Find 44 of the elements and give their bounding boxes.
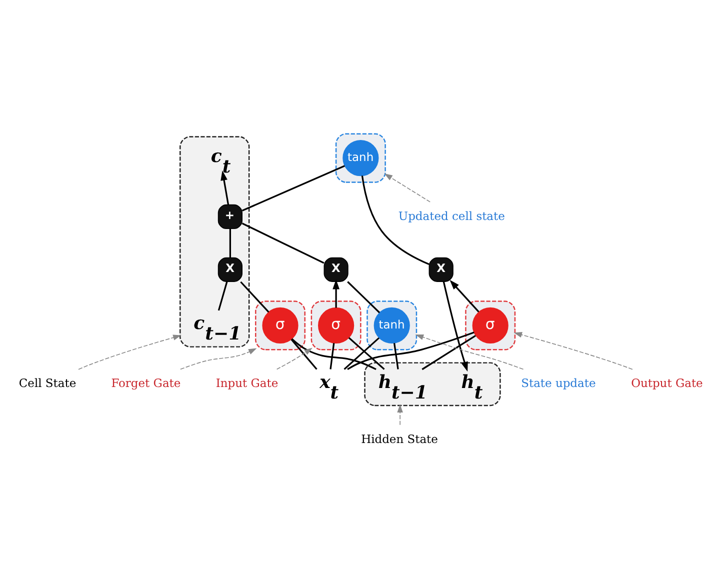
node-circle: σ <box>472 306 508 344</box>
node-text: Updated cell state <box>398 208 505 222</box>
cluster <box>366 300 418 350</box>
node-text: Hidden State <box>361 431 438 446</box>
arrow <box>397 404 403 425</box>
connector <box>229 228 232 258</box>
node-circle: tanh <box>374 306 410 344</box>
cluster <box>180 136 250 347</box>
connector <box>347 331 474 370</box>
connector <box>330 342 335 369</box>
connector <box>393 342 399 369</box>
connector <box>218 281 228 310</box>
connector <box>242 164 345 211</box>
node-text: State update <box>521 376 596 390</box>
cluster <box>465 300 516 350</box>
connector <box>344 336 380 370</box>
connector <box>347 280 380 313</box>
connector <box>240 280 270 312</box>
connector <box>348 336 385 370</box>
arrow <box>384 173 431 202</box>
arrow <box>332 278 340 308</box>
connector <box>361 175 430 265</box>
arrow <box>276 347 312 370</box>
arrow <box>220 170 230 204</box>
connector <box>242 222 324 264</box>
node-circle: tanh <box>342 140 379 176</box>
arrow <box>442 281 468 372</box>
arrow <box>78 334 182 370</box>
node-text: Input Gate <box>216 376 278 390</box>
node-text: Cell State <box>18 376 76 390</box>
node-text: Forget Gate <box>111 376 181 390</box>
arrow <box>514 332 633 370</box>
connector <box>290 338 318 370</box>
arrow <box>180 348 257 370</box>
node-text: Output Gate <box>631 376 703 390</box>
arrow <box>415 334 524 370</box>
node-circle: σ <box>262 306 298 344</box>
cluster <box>255 300 306 350</box>
connector <box>422 334 476 370</box>
connector <box>291 338 376 370</box>
arrow <box>450 279 480 312</box>
node-circle: σ <box>318 306 354 344</box>
cluster <box>310 300 362 350</box>
cluster <box>335 132 386 182</box>
